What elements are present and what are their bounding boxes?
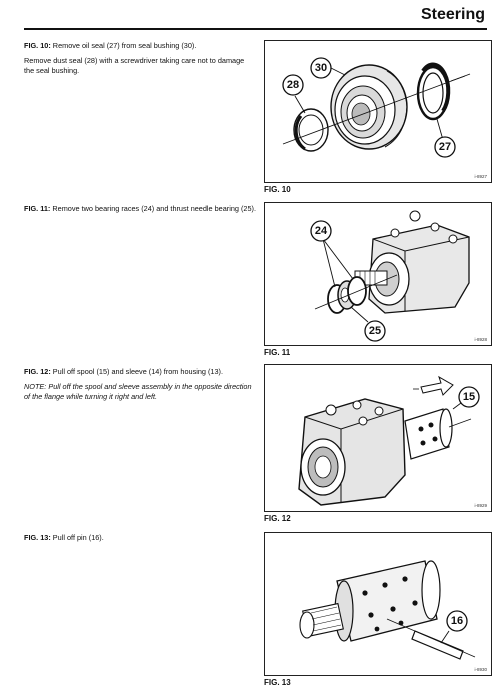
fig11-instruction: FIG. 11: Remove two bearing races (24) a… xyxy=(24,204,257,213)
svg-text:15: 15 xyxy=(463,391,475,403)
spool-housing-illustration: 15 xyxy=(298,375,480,506)
figure-13-image: 16 i-8930 xyxy=(264,532,492,676)
callout-15: 15 xyxy=(458,386,480,408)
figure-12-code: i-8929 xyxy=(474,503,487,508)
svg-text:25: 25 xyxy=(369,325,381,337)
figure-10-code: i-8927 xyxy=(474,174,487,179)
section-fig12-text: FIG. 12: Pull off spool (15) and sleeve … xyxy=(24,367,256,407)
figure-12-label: FIG. 12 xyxy=(264,514,291,523)
bearing-races-illustration: 24 25 xyxy=(310,210,470,342)
figure-11-code: i-8928 xyxy=(474,337,487,342)
callout-27: 27 xyxy=(434,136,456,158)
section-fig13-text: FIG. 13: Pull off pin (16). xyxy=(24,533,256,548)
figure-10-label: FIG. 10 xyxy=(264,185,291,194)
figure-13-label: FIG. 13 xyxy=(264,678,291,687)
section-fig11-text: FIG. 11: Remove two bearing races (24) a… xyxy=(24,204,256,219)
seal-bushing-illustration: 28 30 27 xyxy=(282,57,471,158)
figure-12-image: 15 i-8929 xyxy=(264,364,492,512)
fig12-note: NOTE: Pull off the spool and sleeve asse… xyxy=(24,382,252,401)
page-header-title: Steering xyxy=(420,6,485,23)
svg-text:27: 27 xyxy=(439,141,451,153)
svg-text:24: 24 xyxy=(315,225,328,237)
callout-24: 24 xyxy=(310,220,332,242)
figure-10-image: 28 30 27 i-8927 xyxy=(264,40,492,183)
svg-text:16: 16 xyxy=(451,615,463,627)
figure-11-image: 24 25 i-8928 xyxy=(264,202,492,346)
callout-16: 16 xyxy=(446,610,468,632)
header-rule xyxy=(24,28,487,30)
figure-11-label: FIG. 11 xyxy=(264,348,291,357)
fig10-instruction-2: Remove dust seal (28) with a screwdriver… xyxy=(24,56,245,75)
callout-30: 30 xyxy=(310,57,332,79)
svg-text:30: 30 xyxy=(315,62,327,74)
svg-text:28: 28 xyxy=(287,79,299,91)
callout-28: 28 xyxy=(282,74,304,96)
callout-25: 25 xyxy=(364,320,386,342)
spool-pin-illustration: 16 xyxy=(299,560,476,660)
figure-13-code: i-8930 xyxy=(474,667,487,672)
fig10-instruction: FIG. 10: Remove oil seal (27) from seal … xyxy=(24,41,197,50)
fig12-instruction: FIG. 12: Pull off spool (15) and sleeve … xyxy=(24,367,224,376)
fig13-instruction: FIG. 13: Pull off pin (16). xyxy=(24,533,104,542)
section-fig10-text: FIG. 10: Remove oil seal (27) from seal … xyxy=(24,41,256,81)
